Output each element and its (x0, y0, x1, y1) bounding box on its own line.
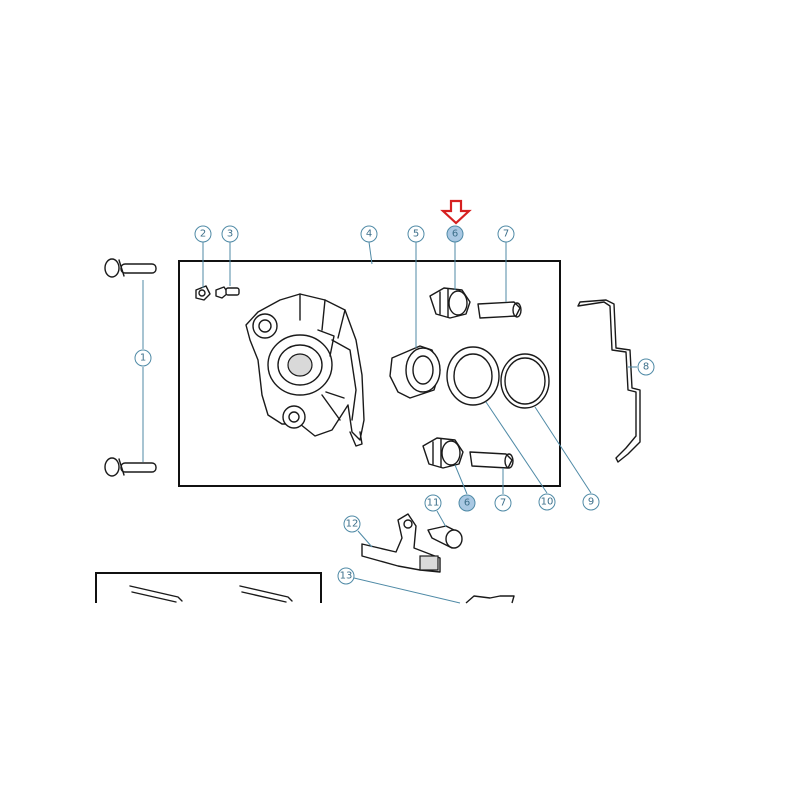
callout-11: 11 (424, 494, 442, 512)
piston-dust-boot (500, 353, 550, 409)
wear-sensor (361, 513, 441, 573)
callout-5-label: 5 (413, 229, 419, 240)
callout-7: 7 (497, 225, 515, 243)
guide-pin-lower (469, 451, 514, 469)
callout-2: 2 (194, 225, 212, 243)
callout-1-label: 1 (140, 353, 146, 364)
guide-pin-boot-lower (422, 437, 464, 469)
caliper-bolt-bottom (104, 457, 157, 477)
callout-6-highlighted: 6 (446, 225, 464, 243)
callout-8: 8 (637, 358, 655, 376)
callout-4: 4 (360, 225, 378, 243)
callout-5: 5 (407, 225, 425, 243)
guide-pin-boot-upper (429, 287, 471, 319)
callout-12: 12 (343, 515, 361, 533)
callout-13-label: 13 (340, 571, 353, 582)
callout-13: 13 (337, 567, 355, 585)
callout-3-label: 3 (227, 229, 233, 240)
caliper-piston (389, 345, 441, 399)
bleeder-cap (195, 285, 211, 301)
callout-7-label: 7 (503, 229, 509, 240)
lower-parts-frame (95, 572, 322, 603)
caliper-bracket (465, 595, 515, 604)
bleeder-screw (215, 286, 240, 299)
callout-9-label: 9 (588, 497, 594, 508)
callout-7-lower-label: 7 (500, 498, 506, 509)
parts-group-frame (178, 260, 561, 487)
callout-1: 1 (134, 349, 152, 367)
callout-3: 3 (221, 225, 239, 243)
callout-7-lower: 7 (494, 494, 512, 512)
callout-9: 9 (582, 493, 600, 511)
piston-seal (446, 346, 500, 406)
callout-12-label: 12 (346, 519, 359, 530)
lower-frame-pins (129, 585, 293, 603)
caliper-bolt-top (104, 258, 157, 278)
callout-6-lower: 6 (458, 494, 476, 512)
callout-11-label: 11 (427, 498, 440, 509)
mounting-bolt (427, 525, 463, 549)
callout-6-label: 6 (452, 229, 458, 240)
callout-8-label: 8 (643, 362, 649, 373)
leader-lines (142, 241, 637, 604)
red-down-arrow-icon (440, 199, 472, 225)
anti-rattle-clip (577, 299, 641, 463)
caliper-housing (245, 293, 365, 447)
callout-10-label: 10 (541, 497, 554, 508)
guide-pin-upper (477, 301, 522, 319)
callout-6-lower-label: 6 (464, 498, 470, 509)
callout-4-label: 4 (366, 229, 372, 240)
callout-10: 10 (538, 493, 556, 511)
callout-2-label: 2 (200, 229, 206, 240)
